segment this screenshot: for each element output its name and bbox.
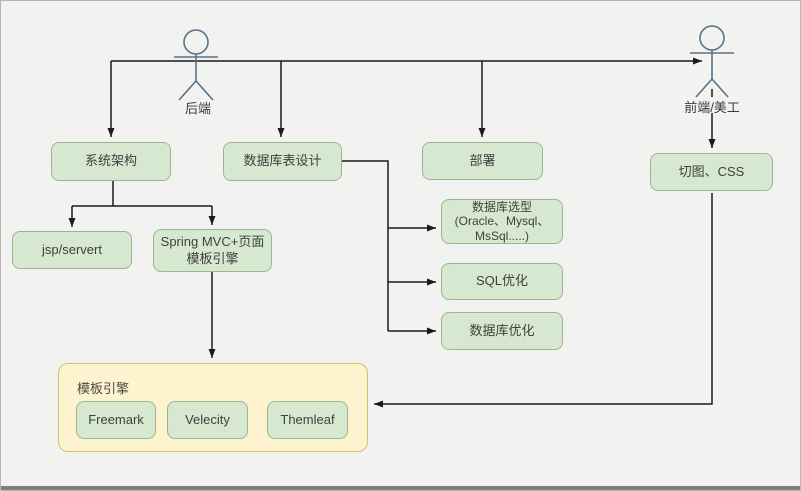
node-jsp-servlet: jsp/servert [12,231,132,269]
node-deployment: 部署 [422,142,543,180]
node-sql-optimization: SQL优化 [441,263,563,300]
backend-actor-icon [174,29,218,101]
node-cut-css: 切图、CSS [650,153,773,191]
node-themleaf: Themleaf [267,401,348,439]
node-db-table-design: 数据库表设计 [223,142,342,181]
node-db-optimization: 数据库优化 [441,312,563,350]
node-spring-mvc: Spring MVC+页面模板引擎 [153,229,272,272]
node-system-architecture: 系统架构 [51,142,171,181]
db-branch-rail-line [342,160,389,331]
template-engine-group-label: 模板引擎 [77,381,130,396]
node-db-selection: 数据库选型 (Oracle、Mysql、MsSql.....) [441,199,563,244]
node-velecity: Velecity [167,401,248,439]
frontend-actor-icon [690,25,734,98]
node-freemark: Freemark [76,401,156,439]
backend-actor-label: 后端 [184,101,212,116]
bottom-edge-bar [1,486,800,490]
arrow-cutcss-to-template-group [374,193,713,408]
frontend-actor-label: 前端/美工 [684,100,740,115]
